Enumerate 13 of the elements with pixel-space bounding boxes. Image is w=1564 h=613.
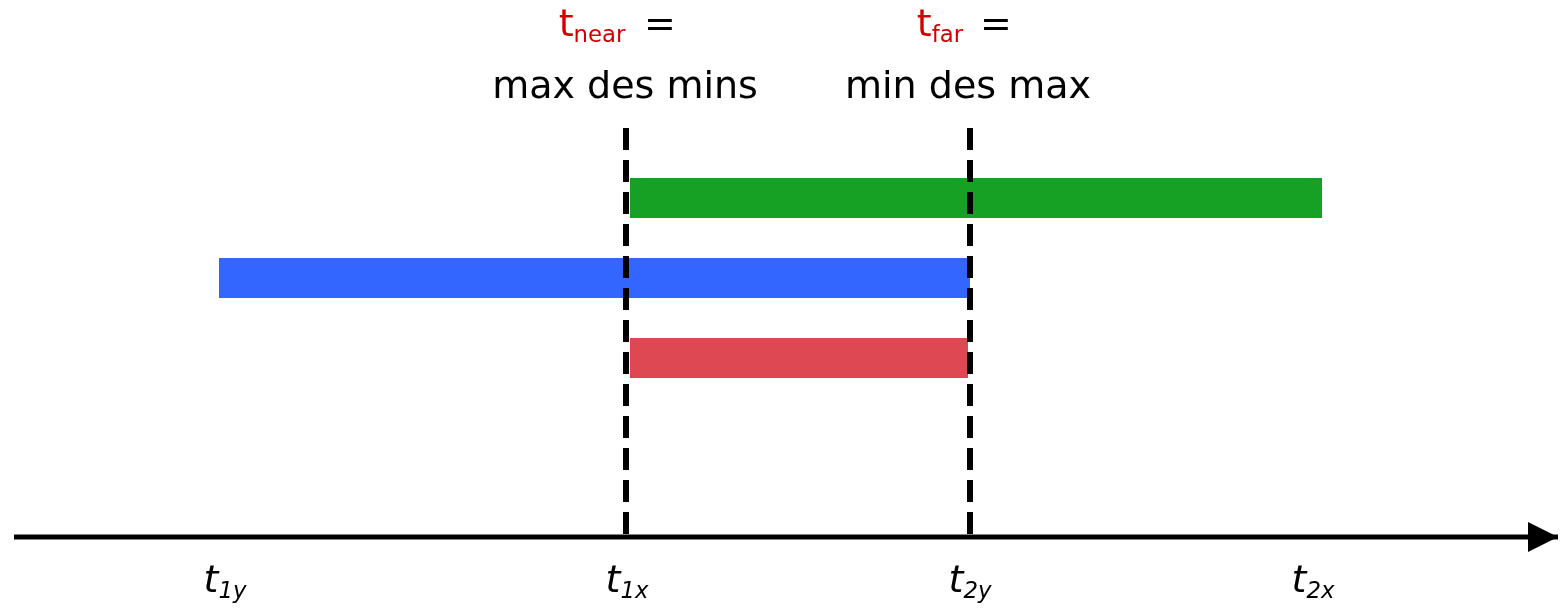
definition-text: min des max <box>845 66 1091 104</box>
equals-sign: = <box>644 4 676 42</box>
axis-label: t$_{2y}$ <box>948 560 992 602</box>
t-near-symbol: t$_{near}$ <box>558 4 626 46</box>
t-far-symbol: t$_{far}$ <box>916 4 964 46</box>
definition-text: max des mins <box>492 66 758 104</box>
interval-bar <box>219 258 970 298</box>
axis-label: t$_{1y}$ <box>203 560 247 602</box>
interval-bar <box>630 178 1322 218</box>
axis-label: t$_{2x}$ <box>1291 560 1335 602</box>
equals-sign: = <box>980 4 1012 42</box>
axis-label: t$_{1x}$ <box>605 560 649 602</box>
interval-bar <box>630 338 968 378</box>
